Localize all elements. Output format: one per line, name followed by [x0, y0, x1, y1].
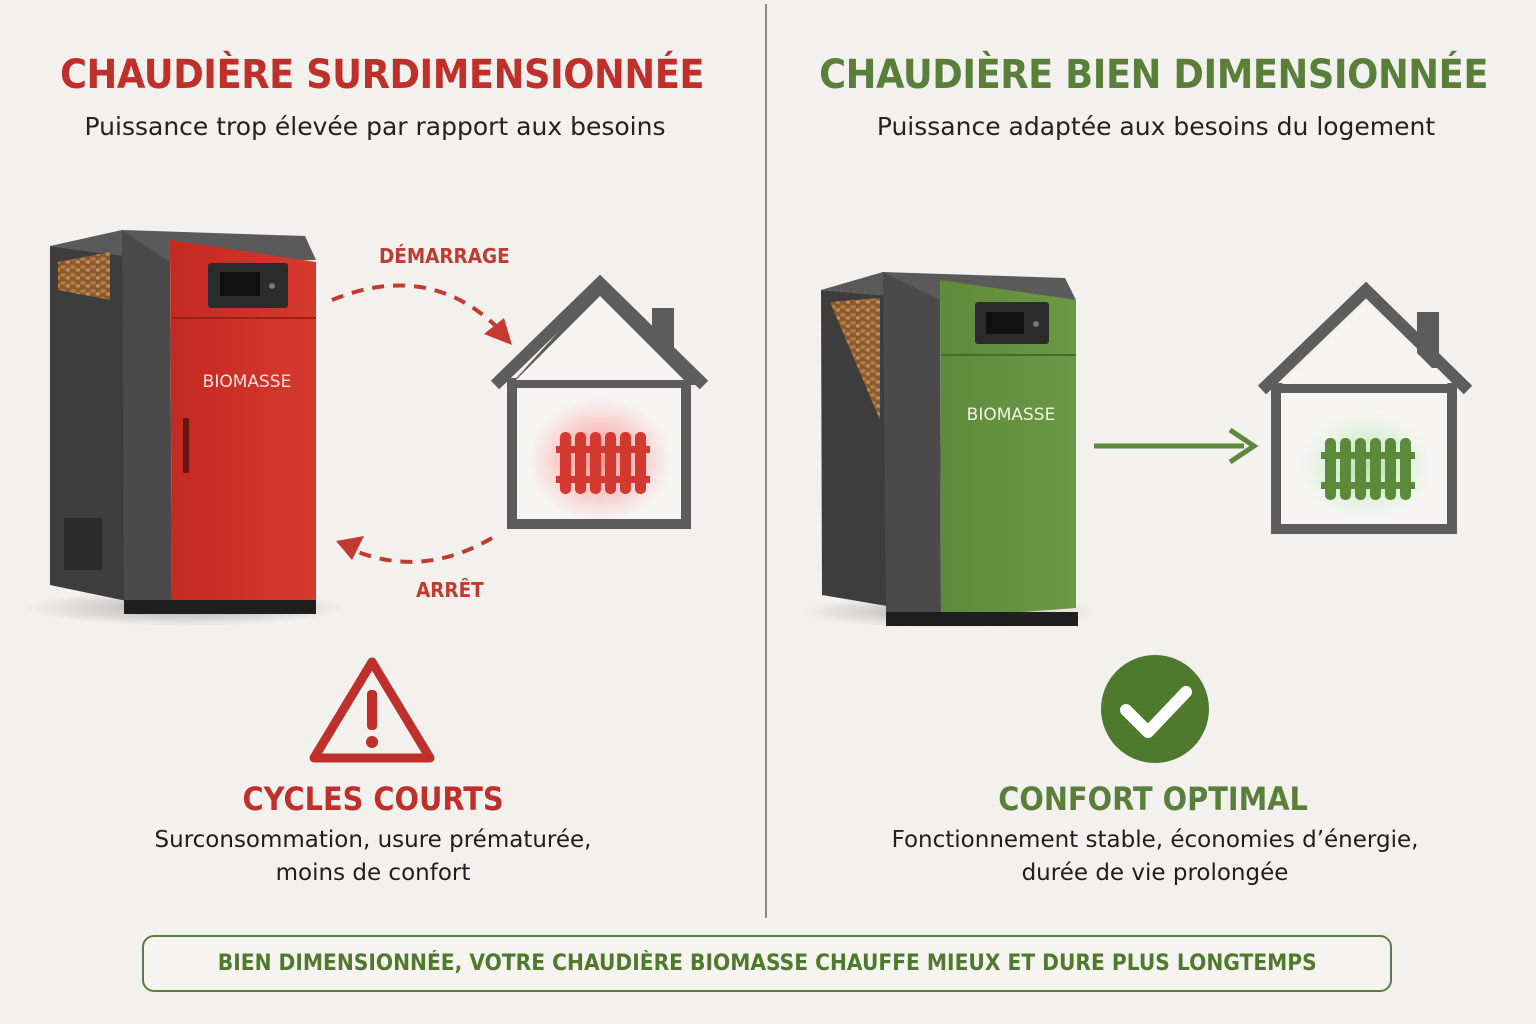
- left-result-desc: Surconsommation, usure prématurée, moins…: [0, 824, 746, 890]
- stop-label: ARRÊT: [416, 578, 484, 602]
- left-result-line1: Surconsommation, usure prématurée,: [154, 827, 592, 853]
- right-result-line2: durée de vie prolongée: [1021, 860, 1289, 886]
- start-label: DÉMARRAGE: [379, 244, 510, 268]
- left-boiler: [25, 230, 345, 626]
- left-result-title-wrap: CYCLES COURTS: [0, 780, 746, 818]
- left-result-line2: moins de confort: [275, 860, 471, 886]
- right-result-title-wrap: CONFORT OPTIMAL: [771, 780, 1536, 818]
- warning-icon: [309, 657, 435, 763]
- left-boiler-label: BIOMASSE: [203, 372, 292, 392]
- right-result-title: CONFORT OPTIMAL: [998, 780, 1309, 818]
- left-result-title: CYCLES COURTS: [242, 780, 504, 818]
- left-title-wrap: CHAUDIÈRE SURDIMENSIONNÉE: [0, 52, 765, 98]
- right-result-line1: Fonctionnement stable, économies d’énerg…: [891, 827, 1419, 853]
- right-radiator-icon: [1321, 438, 1415, 500]
- banner-text: BIEN DIMENSIONNÉE, VOTRE CHAUDIÈRE BIOMA…: [217, 951, 1317, 976]
- stop-arrow-icon: [347, 536, 494, 564]
- right-result-desc: Fonctionnement stable, économies d’énerg…: [771, 824, 1536, 890]
- check-icon: [1101, 655, 1209, 763]
- start-arrowhead-icon: [484, 318, 512, 345]
- right-subtitle: Puissance adaptée aux besoins du logemen…: [876, 112, 1436, 141]
- right-title-wrap: CHAUDIÈRE BIEN DIMENSIONNÉE: [771, 52, 1536, 98]
- vertical-divider: [765, 4, 767, 918]
- right-boiler-label: BIOMASSE: [967, 405, 1056, 425]
- right-title: CHAUDIÈRE BIEN DIMENSIONNÉE: [819, 52, 1488, 98]
- right-arrow-icon: [1094, 427, 1259, 465]
- right-boiler: [800, 272, 1100, 628]
- bottom-banner: BIEN DIMENSIONNÉE, VOTRE CHAUDIÈRE BIOMA…: [142, 935, 1392, 992]
- left-title: CHAUDIÈRE SURDIMENSIONNÉE: [60, 52, 705, 98]
- left-subtitle: Puissance trop élevée par rapport aux be…: [84, 112, 666, 141]
- start-arrow-icon: [331, 283, 502, 332]
- left-radiator-icon: [556, 432, 650, 494]
- stop-arrowhead-icon: [336, 536, 364, 560]
